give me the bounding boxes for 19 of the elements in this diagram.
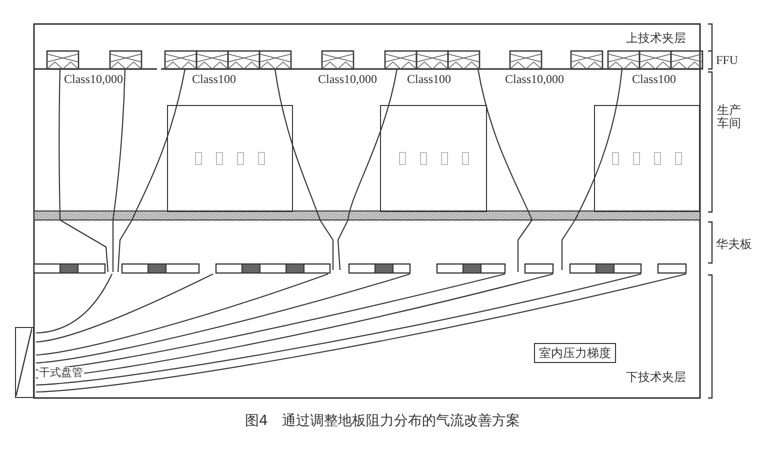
zone-label: 下技术夹层 bbox=[626, 371, 686, 384]
legend-box bbox=[534, 343, 616, 363]
cleanliness-class-label: Class10,000 bbox=[318, 73, 378, 86]
cleanliness-class-label: Class10,000 bbox=[64, 73, 124, 86]
equipment-box bbox=[380, 105, 487, 212]
equipment-box bbox=[167, 105, 293, 212]
cleanliness-class-label: Class100 bbox=[407, 73, 452, 86]
zone-label: 上技术夹层 bbox=[626, 32, 686, 46]
coil-label: 干式盘管 bbox=[38, 367, 84, 380]
cleanliness-class-label: Class100 bbox=[632, 73, 676, 86]
dry-coil-box bbox=[15, 327, 34, 398]
zone-label: 华夫板 bbox=[716, 238, 752, 252]
zone-label: FFU bbox=[716, 54, 738, 68]
figure-caption: 图4 通过调整地板阻力分布的气流改善方案 bbox=[244, 412, 521, 430]
box-label: 室内压力梯度 bbox=[538, 344, 612, 362]
cleanliness-class-label: Class100 bbox=[192, 73, 236, 86]
cleanliness-class-label: Class10,000 bbox=[505, 73, 564, 86]
zone-label: 生产车间 bbox=[717, 104, 741, 130]
equipment-box bbox=[594, 105, 700, 212]
